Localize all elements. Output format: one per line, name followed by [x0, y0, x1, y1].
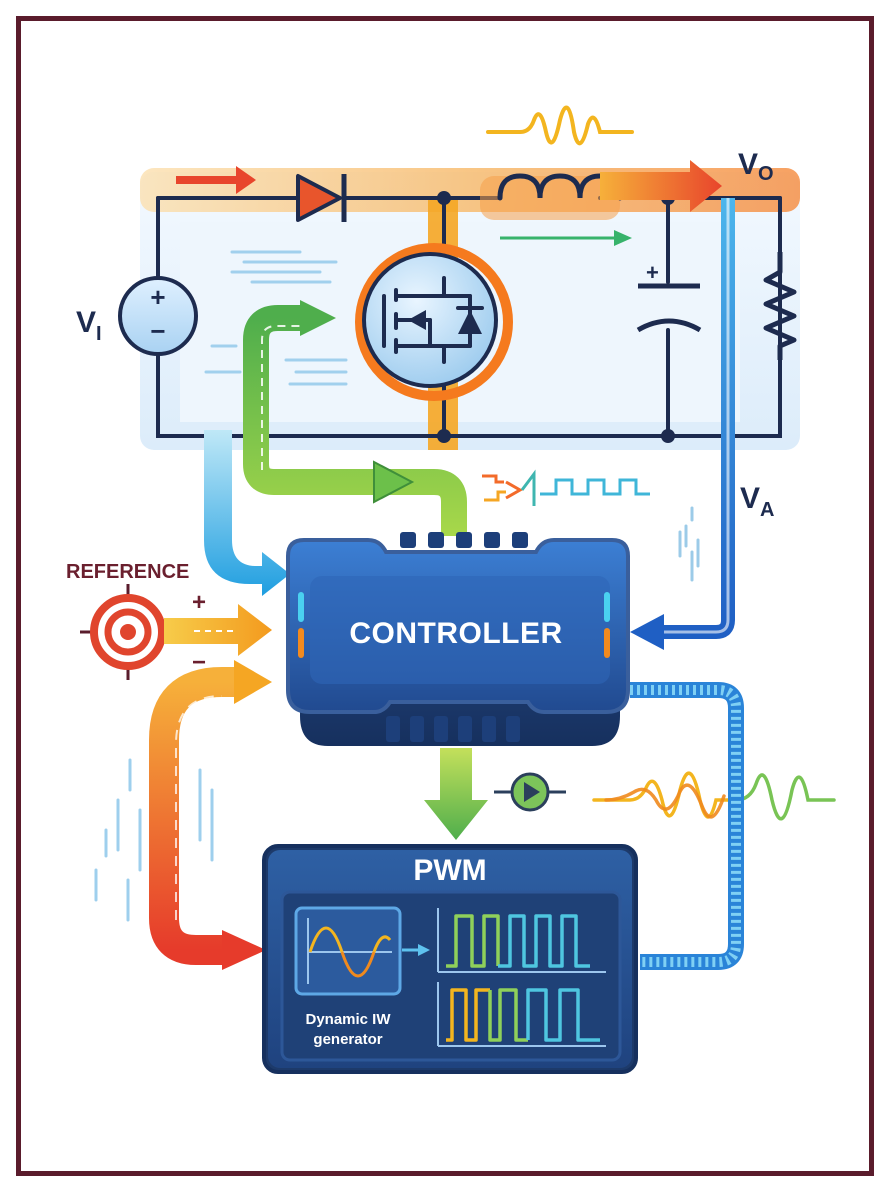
voltage-feedback-path: [630, 198, 735, 650]
modulation-indicator-icon: [494, 772, 566, 812]
pulse-train-upper: [437, 908, 606, 973]
pwm-output-path: [630, 682, 744, 970]
gate-drive-arrow: [243, 300, 467, 536]
mosfet-switch: [355, 243, 513, 401]
feedback-voltage-label: VA: [740, 482, 774, 521]
capacitor-symbol: +: [636, 260, 702, 333]
inductor-current-arrow: [500, 230, 632, 246]
pwm-label: PWM: [413, 854, 486, 887]
left-signal-streaks: [94, 758, 214, 922]
output-flow-arrow: [600, 160, 722, 212]
svg-text:−: −: [150, 316, 165, 346]
reference-target-icon: [80, 584, 176, 680]
output-ripple-wave: [486, 105, 634, 146]
input-voltage-label: VI: [76, 306, 102, 345]
svg-text:+: +: [150, 282, 165, 312]
plus-sign: +: [192, 589, 206, 616]
reference-label: REFERENCE: [66, 561, 189, 583]
controller-to-pwm-arrow: [424, 748, 488, 840]
pulse-train-lower: [437, 982, 606, 1047]
controller-label: CONTROLLER: [349, 617, 562, 650]
generator-to-pwm-arrow: [402, 944, 430, 956]
current-sense-arrow: [204, 430, 290, 596]
signal-streaks: [204, 250, 348, 386]
diode-symbol: [296, 174, 347, 222]
input-current-arrow: [176, 166, 256, 194]
svg-text:+: +: [646, 260, 659, 285]
pwm-block: PWM Dynamic IW generator: [262, 844, 638, 1074]
sine-generator-display: [294, 906, 402, 996]
inductor-symbol: [480, 173, 623, 220]
gate-driver-signal: [482, 469, 650, 506]
input-voltage-source: + −: [118, 276, 198, 356]
load-resistor: [763, 252, 797, 360]
controller-block: CONTROLLER: [286, 532, 630, 746]
output-voltage-label: VO: [738, 148, 774, 185]
modulated-signal-wave: [592, 771, 836, 821]
generator-label-line2: generator: [313, 1031, 382, 1048]
generator-label-line1: Dynamic IW: [305, 1011, 391, 1028]
power-stage-circuit: + − +: [118, 160, 800, 450]
pwm-feedback-loop-arrow: [149, 660, 272, 970]
